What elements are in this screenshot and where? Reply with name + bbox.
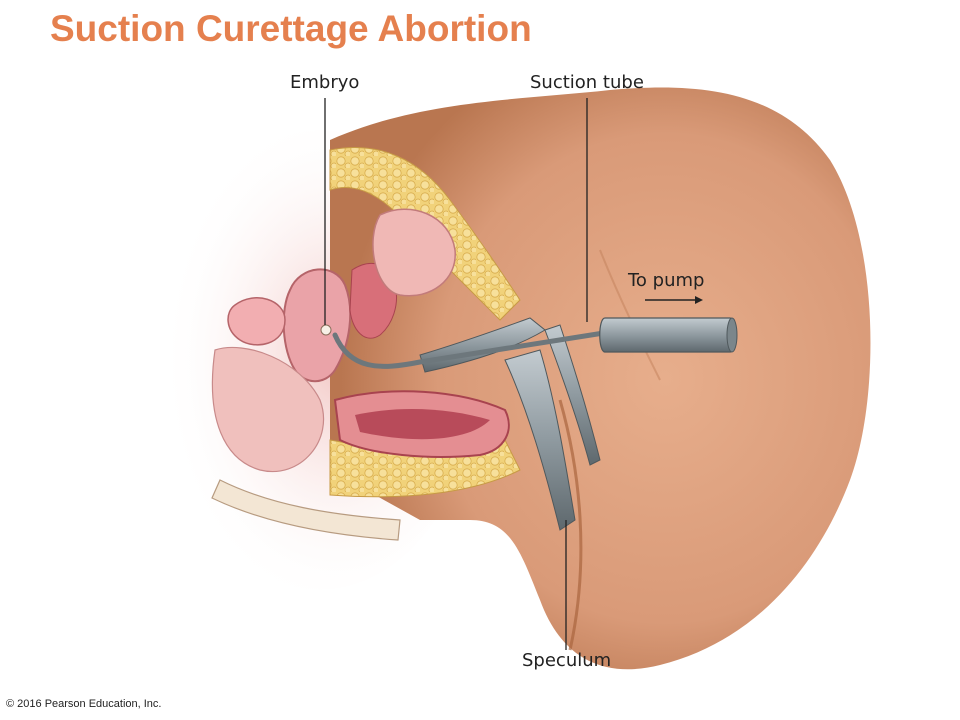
- cleft-shadow: [558, 399, 583, 651]
- speculum-label: Speculum: [522, 650, 612, 671]
- suction-tube-label: Suction tube: [530, 72, 644, 93]
- spine-segments: [211, 479, 401, 541]
- speculum-grip: [544, 324, 601, 466]
- embryo: [320, 324, 332, 336]
- uterus: [282, 268, 352, 383]
- to-pump-label: To pump: [628, 270, 705, 291]
- ovary: [227, 297, 286, 346]
- speculum-handle: [504, 349, 576, 531]
- to-pump-arrow-head: [695, 296, 703, 304]
- suction-cannula: [332, 329, 613, 369]
- bladder: [372, 208, 456, 297]
- rectal-lumen: [355, 408, 490, 440]
- intestine-loops: [211, 346, 325, 473]
- copyright-notice: © 2016 Pearson Education, Inc.: [6, 698, 162, 710]
- embryo-label: Embryo: [290, 72, 360, 93]
- suction-tube-body: [599, 317, 737, 353]
- slide-title: Suction Curettage Abortion: [50, 8, 532, 49]
- suction-tube-end: [726, 317, 738, 353]
